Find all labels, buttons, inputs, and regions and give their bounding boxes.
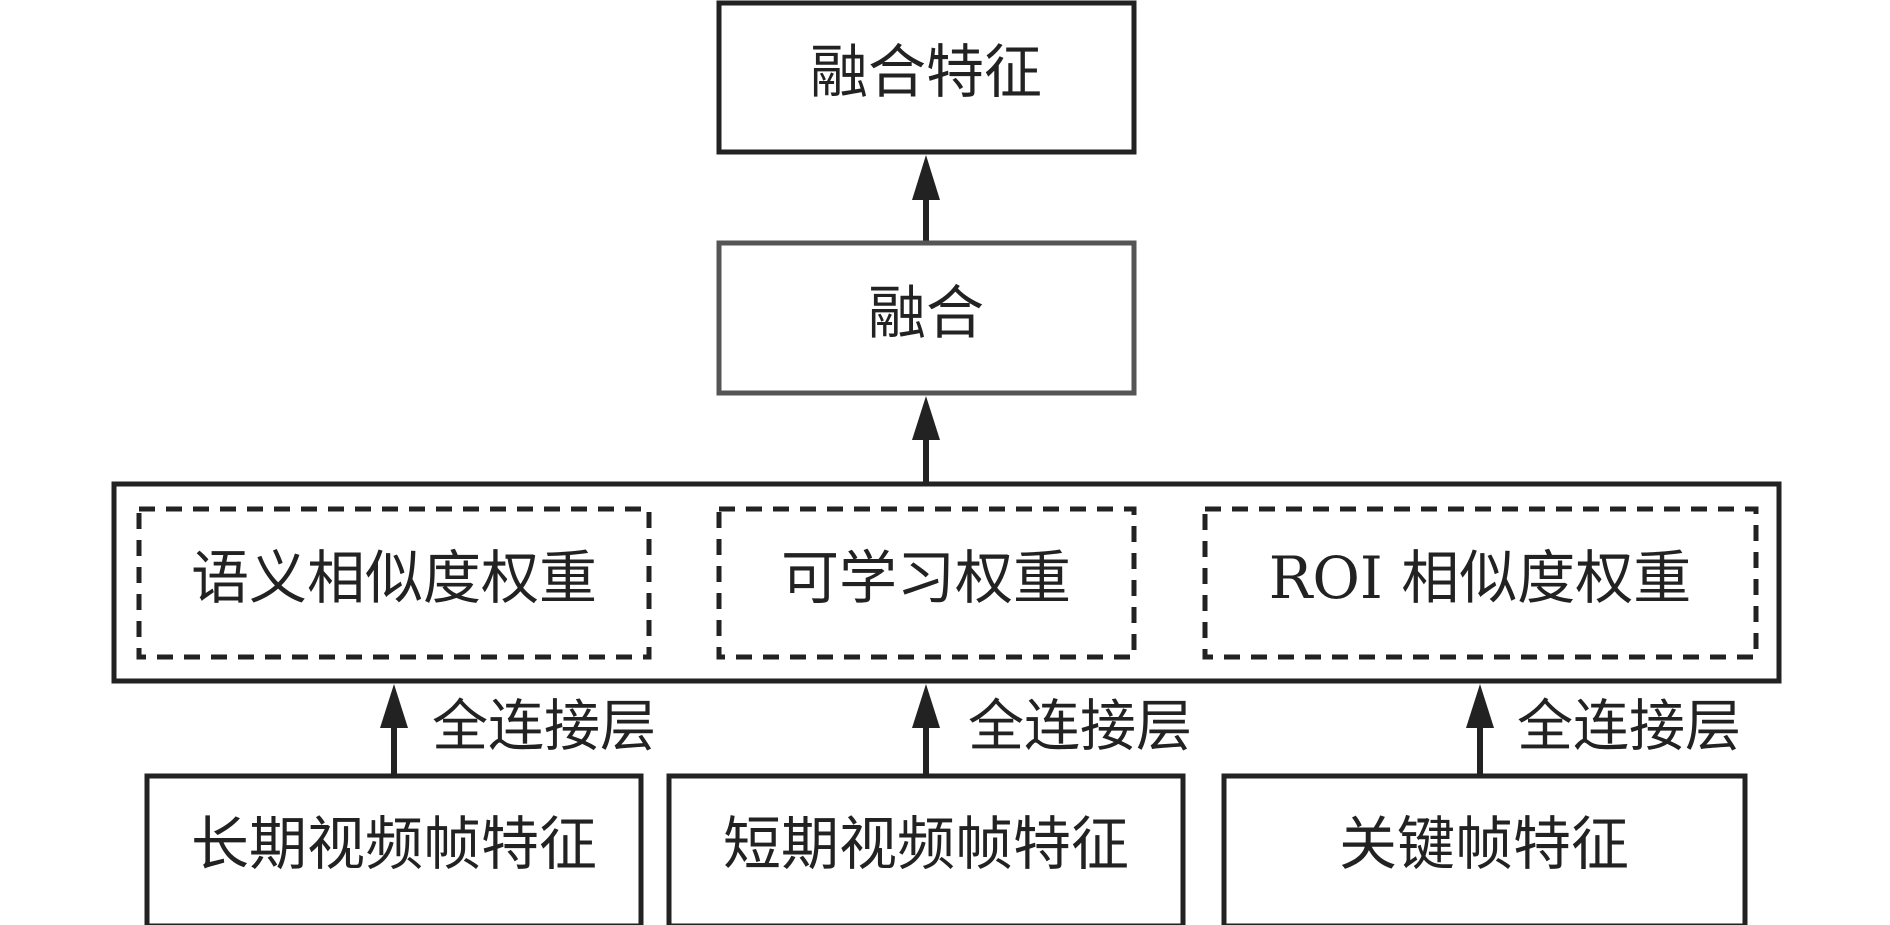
learnable-weight-node: 可学习权重	[716, 506, 1137, 660]
short-term-frame-feature-box	[666, 773, 1186, 925]
roi-similarity-weight-box	[1202, 506, 1759, 660]
arrowhead-icon	[912, 155, 940, 200]
fusion-label: 融合	[868, 279, 984, 347]
fused-feature-box	[716, 0, 1137, 155]
arrowhead-icon	[1466, 684, 1494, 728]
semantic-similarity-weight-node: 语义相似度权重	[136, 506, 652, 660]
short-term-frame-feature-node: 短期视频帧特征	[666, 773, 1186, 925]
long-term-frame-feature-label: 长期视频帧特征	[191, 810, 597, 878]
roi-similarity-weight-node: ROI 相似度权重	[1202, 506, 1759, 660]
keyframe-feature-node: 关键帧特征	[1221, 773, 1748, 925]
fusion-box	[716, 240, 1137, 396]
learnable-weight-label: 可学习权重	[781, 544, 1071, 612]
learnable-weight-box	[716, 506, 1137, 660]
semantic-similarity-weight-box	[136, 506, 652, 660]
fusion-node: 融合	[716, 240, 1137, 396]
arrow-keyframe-to-weights: 全连接层	[1466, 684, 1741, 776]
long-term-frame-feature-box	[144, 773, 644, 925]
arrow-short-term-to-weights: 全连接层	[912, 684, 1192, 776]
weights-container: 语义相似度权重 可学习权重 ROI 相似度权重	[111, 481, 1782, 684]
fc-layer-right-label: 全连接层	[1517, 695, 1741, 760]
short-term-frame-feature-label: 短期视频帧特征	[723, 810, 1129, 878]
arrow-weights-to-fusion	[912, 396, 940, 484]
fused-feature-node: 融合特征	[716, 0, 1137, 155]
semantic-similarity-weight-label: 语义相似度权重	[191, 544, 597, 612]
keyframe-feature-label: 关键帧特征	[1339, 810, 1629, 878]
arrowhead-icon	[912, 684, 940, 728]
arrowhead-icon	[912, 396, 940, 440]
roi-similarity-weight-label: ROI 相似度权重	[1269, 544, 1692, 612]
keyframe-feature-box	[1221, 773, 1748, 925]
fc-layer-middle-label: 全连接层	[968, 695, 1192, 760]
long-term-frame-feature-node: 长期视频帧特征	[144, 773, 644, 925]
weights-container-box	[111, 481, 1782, 684]
fused-feature-label: 融合特征	[810, 38, 1042, 106]
arrow-fusion-to-fused-feature	[912, 155, 940, 243]
arrowhead-icon	[380, 684, 408, 728]
arrow-long-term-to-weights: 全连接层	[380, 684, 656, 776]
fc-layer-left-label: 全连接层	[432, 695, 656, 760]
